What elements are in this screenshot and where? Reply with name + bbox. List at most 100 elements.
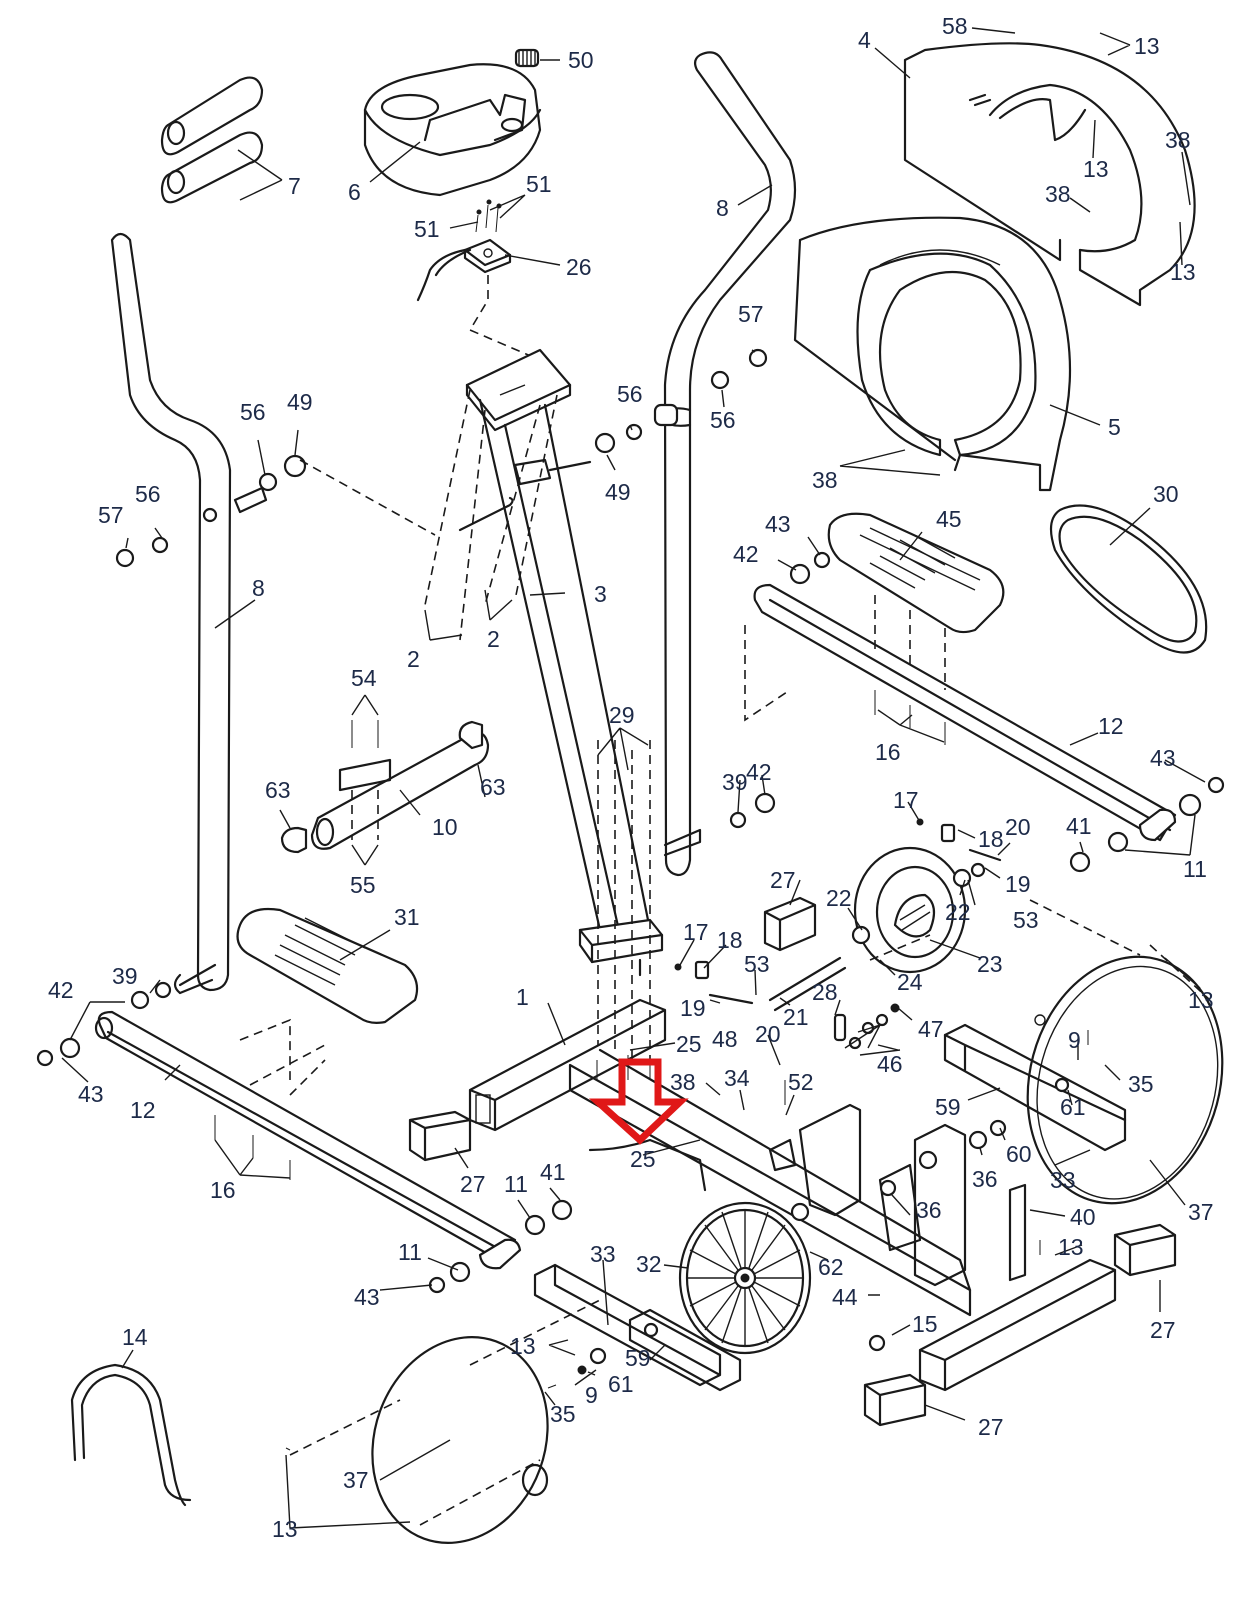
callout-11: 11 <box>504 1171 528 1197</box>
callout-60: 60 <box>1006 1141 1032 1167</box>
callout-15: 15 <box>912 1311 938 1337</box>
disc-left-part-37 <box>289 1263 742 1544</box>
callout-13: 13 <box>1058 1234 1084 1260</box>
pedal-arm-left-part-12 <box>94 1010 522 1270</box>
strap-part-14 <box>70 1363 192 1507</box>
handlebar-left-part-8 <box>110 232 232 995</box>
callout-8: 8 <box>252 575 265 601</box>
callout-61: 61 <box>608 1371 634 1397</box>
callout-51: 51 <box>414 216 440 242</box>
callout-53: 53 <box>1013 907 1039 933</box>
hardware <box>36 348 1225 1451</box>
callout-9: 9 <box>1068 1027 1081 1053</box>
callout-37: 37 <box>1188 1199 1214 1225</box>
callout-25: 25 <box>630 1146 656 1172</box>
callout-35: 35 <box>550 1401 576 1427</box>
pedal-part-45 <box>827 512 1005 634</box>
callout-36: 36 <box>972 1166 998 1192</box>
callout-30: 30 <box>1153 481 1179 507</box>
shroud-part-5 <box>793 216 1072 492</box>
callout-59: 59 <box>625 1345 651 1371</box>
leader-lines <box>61 27 1206 1529</box>
callout-22: 22 <box>826 885 852 911</box>
callout-5: 5 <box>1108 414 1121 440</box>
callout-34: 34 <box>724 1065 750 1091</box>
callout-52: 52 <box>788 1069 814 1095</box>
callout-38: 38 <box>812 467 838 493</box>
callout-16: 16 <box>210 1177 236 1203</box>
callout-38: 38 <box>670 1069 696 1095</box>
callout-19: 19 <box>1005 871 1031 897</box>
drawing <box>36 42 1225 1544</box>
callout-21: 21 <box>783 1004 809 1030</box>
callout-13: 13 <box>272 1516 298 1542</box>
callout-27: 27 <box>978 1414 1004 1440</box>
callout-8: 8 <box>716 195 729 221</box>
callout-56: 56 <box>710 407 736 433</box>
callout-42: 42 <box>746 759 772 785</box>
callout-56: 56 <box>617 381 643 407</box>
callout-41: 41 <box>1066 813 1092 839</box>
callout-13: 13 <box>1188 987 1214 1013</box>
callout-49: 49 <box>287 389 313 415</box>
callout-12: 12 <box>130 1097 156 1123</box>
callout-57: 57 <box>738 301 764 327</box>
callout-48: 48 <box>712 1026 738 1052</box>
callout-11: 11 <box>398 1239 422 1265</box>
callout-12: 12 <box>1098 713 1124 739</box>
flywheel-part-32 <box>678 1201 812 1355</box>
callout-27: 27 <box>460 1171 486 1197</box>
callout-13: 13 <box>1134 33 1160 59</box>
console-part-6 <box>363 63 542 197</box>
callout-27: 27 <box>770 867 796 893</box>
callout-41: 41 <box>540 1159 566 1185</box>
callout-49: 49 <box>605 479 631 505</box>
bracket-part-40 <box>1008 1183 1027 1282</box>
mast-part-3 <box>424 348 664 977</box>
callout-22: 22 <box>945 899 971 925</box>
callout-42: 42 <box>48 977 74 1003</box>
callout-33: 33 <box>590 1241 616 1267</box>
callout-33: 33 <box>1050 1167 1076 1193</box>
callout-2: 2 <box>487 626 500 652</box>
callout-43: 43 <box>765 511 791 537</box>
callout-20: 20 <box>1005 814 1031 840</box>
callout-31: 31 <box>394 904 420 930</box>
callout-42: 42 <box>733 541 759 567</box>
callout-13: 13 <box>1170 259 1196 285</box>
callout-54: 54 <box>351 665 377 691</box>
callout-29: 29 <box>609 702 635 728</box>
callout-43: 43 <box>1150 745 1176 771</box>
callout-19: 19 <box>680 995 706 1021</box>
callout-9: 9 <box>585 1382 598 1408</box>
sensor-part-26 <box>416 199 546 386</box>
callout-57: 57 <box>98 502 124 528</box>
knob-part-50 <box>514 48 540 68</box>
callout-63: 63 <box>265 777 291 803</box>
shroud-part-4 <box>903 42 1196 307</box>
pulley-part-23 <box>853 846 967 974</box>
callout-17: 17 <box>683 919 709 945</box>
callout-50: 50 <box>568 47 594 73</box>
callout-3: 3 <box>594 581 607 607</box>
callout-35: 35 <box>1128 1071 1154 1097</box>
callout-18: 18 <box>717 927 743 953</box>
handlebar-right-part-8 <box>658 51 797 877</box>
callout-26: 26 <box>566 254 592 280</box>
callout-10: 10 <box>432 814 458 840</box>
callout-38: 38 <box>1045 181 1071 207</box>
callout-6: 6 <box>348 179 361 205</box>
callout-39: 39 <box>722 769 748 795</box>
callout-14: 14 <box>122 1324 148 1350</box>
callout-28: 28 <box>812 979 838 1005</box>
callout-labels: 58 4 13 13 38 38 13 50 6 7 51 51 26 8 5 … <box>48 13 1214 1542</box>
callout-59: 59 <box>935 1094 961 1120</box>
callout-18: 18 <box>978 826 1004 852</box>
pedal-arm-right-part-12 <box>744 583 1177 842</box>
callout-43: 43 <box>78 1081 104 1107</box>
callout-24: 24 <box>897 969 923 995</box>
callout-16: 16 <box>875 739 901 765</box>
callout-40: 40 <box>1070 1204 1096 1230</box>
